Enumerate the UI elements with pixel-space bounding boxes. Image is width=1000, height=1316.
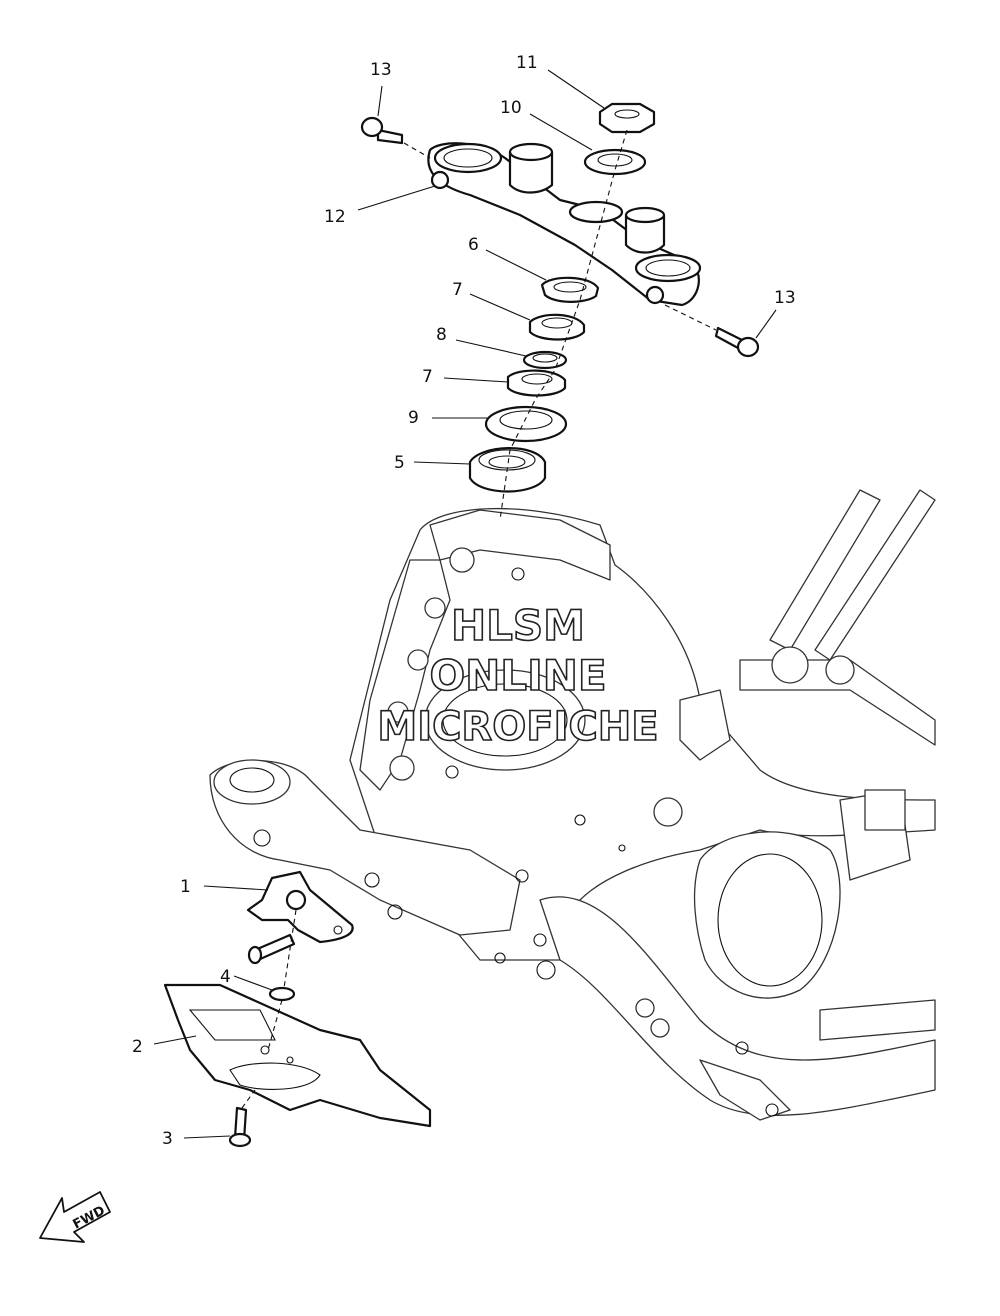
- callout-labels: 13 11 10 12 13 6 7 8 7 9 5 1 4 2 3: [132, 53, 796, 1149]
- plate-part-2: [163, 983, 432, 1128]
- fwd-arrow-icon: FWD: [39, 1191, 111, 1243]
- callout-13-top: 13: [370, 60, 392, 80]
- callout-10: 10: [500, 98, 522, 118]
- bolt-part-13-right: [714, 326, 760, 358]
- bolt-part-13-left: [360, 116, 404, 145]
- callout-13-right: 13: [774, 288, 796, 308]
- bearing-cover-part-9: [484, 405, 568, 443]
- callout-7-lower: 7: [422, 367, 433, 387]
- collar-part-4: [268, 986, 296, 1002]
- callout-5: 5: [394, 453, 405, 473]
- callout-leaders: [153, 69, 777, 1139]
- callout-6: 6: [468, 235, 479, 255]
- motorcycle-frame: [209, 489, 936, 1121]
- callout-7-upper: 7: [452, 280, 463, 300]
- callout-11: 11: [516, 53, 538, 73]
- upper-bracket-part-12: [427, 142, 702, 307]
- callout-3: 3: [162, 1129, 173, 1149]
- assembly-centerline: [241, 129, 717, 1109]
- callout-8: 8: [436, 325, 447, 345]
- ring-nut-part-7-upper: [528, 313, 586, 341]
- bolt-part-3: [228, 1106, 252, 1148]
- callout-2: 2: [132, 1037, 143, 1057]
- callout-12: 12: [324, 207, 346, 227]
- washer-part-10: [583, 148, 647, 176]
- stay-bracket-part-1: [246, 870, 354, 965]
- ring-nut-part-7-lower: [506, 369, 567, 397]
- callout-9: 9: [408, 408, 419, 428]
- watermark: HLSM ONLINE MICROFICHE: [377, 600, 660, 751]
- washer-part-6: [540, 276, 600, 303]
- watermark-line-2: ONLINE: [429, 651, 606, 700]
- callout-1: 1: [180, 877, 191, 897]
- steering-nut-part-11: [598, 102, 656, 134]
- watermark-line-3: MICROFICHE: [377, 704, 658, 750]
- callout-4: 4: [220, 967, 231, 987]
- watermark-line-1: HLSM: [451, 601, 585, 650]
- lock-washer-part-8: [522, 350, 568, 370]
